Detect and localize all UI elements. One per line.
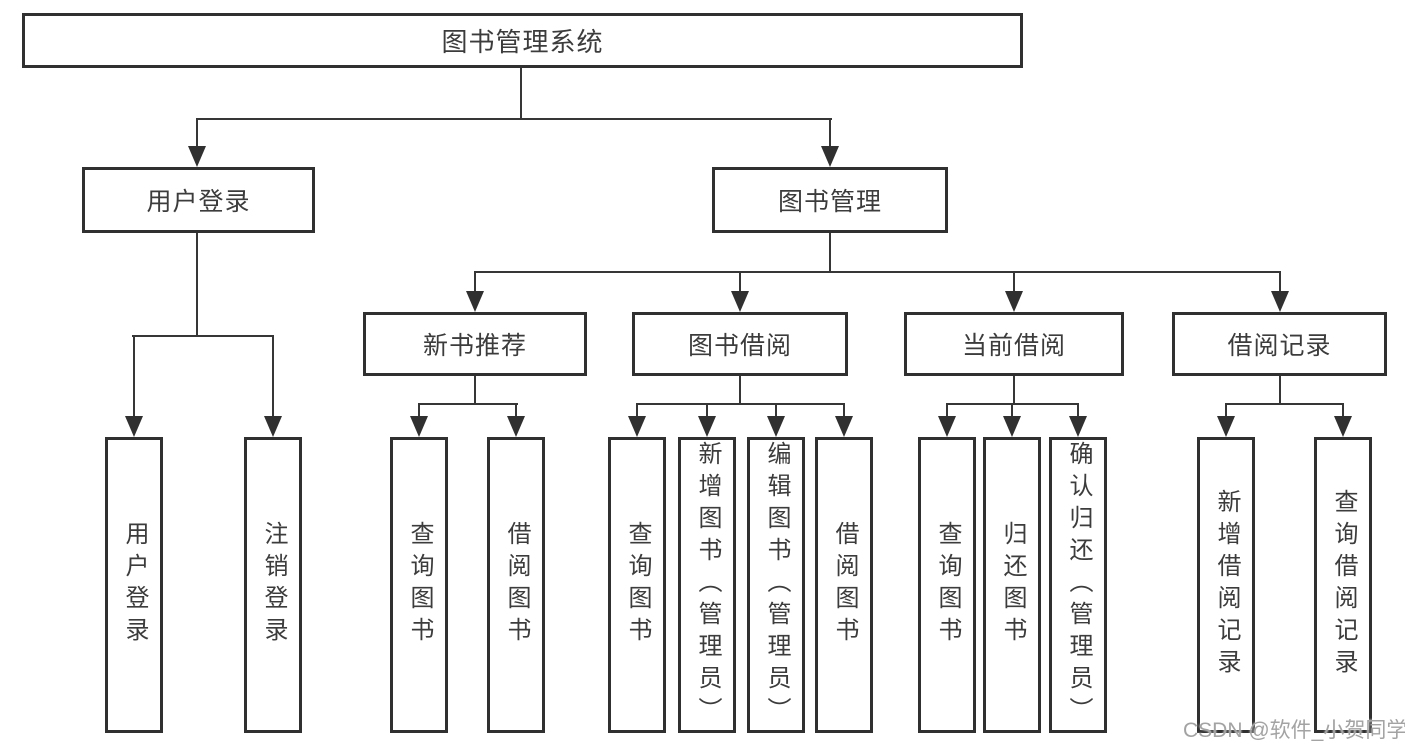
leaf-query-borrow-record-label: 查询借阅记录 [1330,489,1357,681]
node-borrowing-records: 借阅记录 [1172,312,1387,376]
node-book-borrowing: 图书借阅 [632,312,848,376]
arrow-down-icon [1217,416,1235,437]
connector-line [843,403,845,420]
node-user-login-label: 用户登录 [146,188,251,216]
arrow-down-icon [466,291,484,312]
connector-line [196,118,198,150]
leaf-query-books-borrowing-label: 查询图书 [624,521,651,649]
connector-line [196,233,198,337]
connector-line [946,403,948,420]
leaf-add-book-admin-label: 新增图书（管理员） [694,441,721,729]
connector-line [706,403,708,420]
node-book-management: 图书管理 [712,167,948,233]
arrow-down-icon [1334,416,1352,437]
arrow-down-icon [628,416,646,437]
leaf-return-book-label: 归还图书 [999,521,1026,649]
node-borrowing-records-label: 借阅记录 [1227,332,1332,360]
connector-line [636,403,845,405]
connector-line [739,271,741,295]
node-book-management-label: 图书管理 [777,188,882,216]
arrow-down-icon [938,416,956,437]
leaf-borrow-books-borrowing-label: 借阅图书 [831,521,858,649]
connector-line [739,376,741,405]
arrow-down-icon [835,416,853,437]
arrow-down-icon [1069,416,1087,437]
connector-line [1013,376,1015,405]
leaf-borrow-books-recommend: 借阅图书 [487,437,545,733]
connector-line [1279,376,1281,405]
leaf-edit-book-admin: 编辑图书（管理员） [747,437,805,733]
leaf-query-books-current-label: 查询图书 [934,521,961,649]
leaf-query-books-recommend-label: 查询图书 [406,521,433,649]
node-root: 图书管理系统 [22,13,1023,68]
connector-line [829,118,831,150]
leaf-add-book-admin: 新增图书（管理员） [678,437,736,733]
leaf-add-borrow-record: 新增借阅记录 [1197,437,1255,733]
node-root-label: 图书管理系统 [441,27,604,57]
node-new-book-recommend: 新书推荐 [363,312,587,376]
connector-line [1342,403,1344,420]
leaf-query-books-borrowing: 查询图书 [608,437,666,733]
arrow-down-icon [698,416,716,437]
leaf-logout: 注销登录 [244,437,302,733]
connector-line [1225,403,1344,405]
connector-line [1011,403,1013,420]
leaf-query-books-current: 查询图书 [918,437,976,733]
connector-line [132,335,274,337]
arrow-down-icon [1005,291,1023,312]
csdn-watermark: CSDN @软件_小贺同学 [1183,719,1405,742]
connector-line [418,403,420,420]
arrow-down-icon [125,416,143,437]
leaf-borrow-books-recommend-label: 借阅图书 [503,521,530,649]
connector-line [418,403,518,405]
connector-line [775,403,777,420]
connector-line [829,233,831,273]
leaf-query-books-recommend: 查询图书 [390,437,448,733]
leaf-user-login: 用户登录 [105,437,163,733]
node-book-borrowing-label: 图书借阅 [687,332,792,360]
arrow-down-icon [731,291,749,312]
connector-line [1225,403,1227,420]
node-current-borrowing: 当前借阅 [904,312,1124,376]
connector-line [474,271,476,295]
connector-line [474,271,1281,273]
node-current-borrowing-label: 当前借阅 [961,332,1066,360]
leaf-query-borrow-record: 查询借阅记录 [1314,437,1372,733]
leaf-return-book: 归还图书 [983,437,1041,733]
arrow-down-icon [767,416,785,437]
connector-line [196,118,832,120]
leaf-confirm-return-admin: 确认归还（管理员） [1049,437,1107,733]
node-user-login: 用户登录 [82,167,315,233]
connector-line [636,403,638,420]
connector-line [272,335,274,420]
leaf-edit-book-admin-label: 编辑图书（管理员） [763,441,790,729]
connector-line [474,376,476,405]
leaf-add-borrow-record-label: 新增借阅记录 [1213,489,1240,681]
connector-line [133,335,135,420]
arrow-down-icon [264,416,282,437]
leaf-borrow-books-borrowing: 借阅图书 [815,437,873,733]
connector-line [520,68,522,120]
node-new-book-recommend-label: 新书推荐 [422,332,527,360]
arrow-down-icon [507,416,525,437]
leaf-user-login-label: 用户登录 [121,521,148,649]
leaf-logout-label: 注销登录 [260,521,287,649]
arrow-down-icon [1271,291,1289,312]
arrow-down-icon [410,416,428,437]
arrow-down-icon [821,146,839,167]
leaf-confirm-return-admin-label: 确认归还（管理员） [1065,441,1092,729]
connector-line [515,403,517,420]
connector-line [1013,271,1015,295]
arrow-down-icon [188,146,206,167]
connector-line [1279,271,1281,295]
arrow-down-icon [1003,416,1021,437]
connector-line [1077,403,1079,420]
